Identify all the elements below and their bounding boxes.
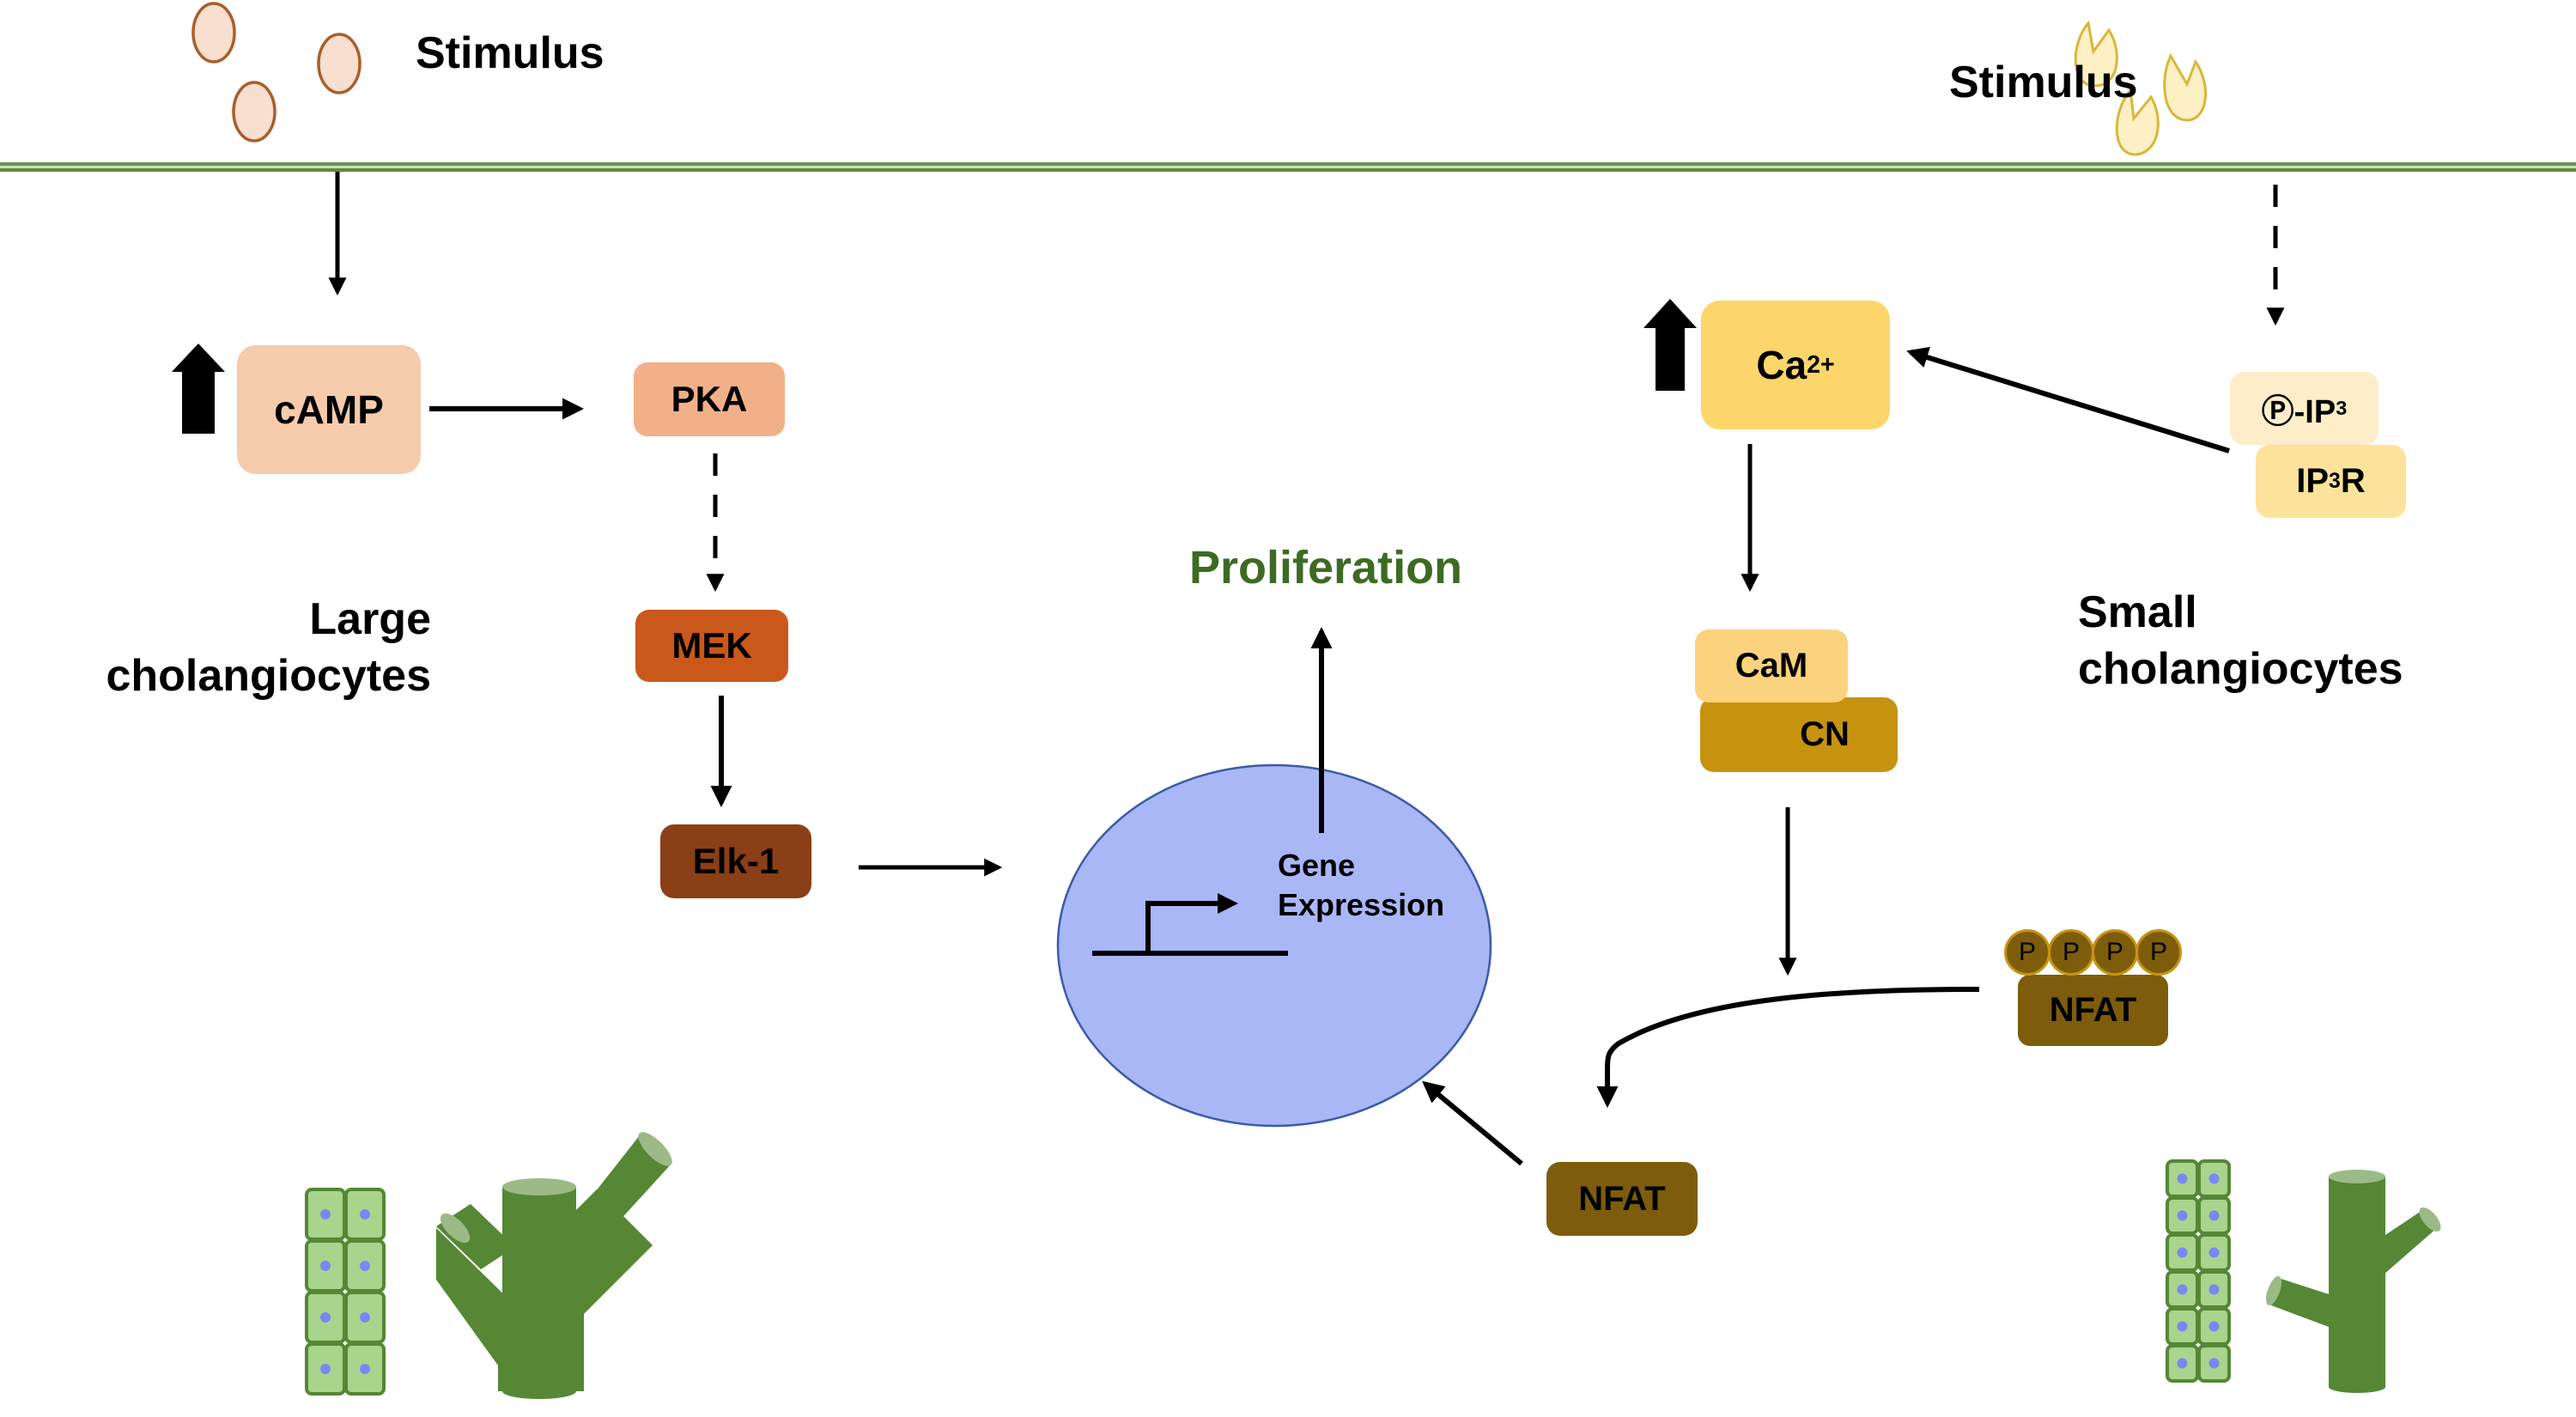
node-nfat-label: NFAT bbox=[1578, 1179, 1666, 1218]
node-nfat-phosphorylated: NFAT bbox=[2018, 975, 2168, 1046]
phosphate-group: P bbox=[2004, 929, 2050, 976]
cell-type-label-large: Large cholangiocytes bbox=[77, 591, 431, 704]
cell-nucleus bbox=[360, 1261, 370, 1271]
cell-type-large-line2: cholangiocytes bbox=[106, 651, 431, 701]
arrow-ip3r-to-ca bbox=[1906, 346, 2230, 453]
node-pka: PKA bbox=[634, 362, 785, 436]
gene-expression-label: Gene Expression bbox=[1278, 846, 1444, 925]
increase-arrow-icon bbox=[172, 344, 225, 434]
node-p-ip3-label: Ⓟ-IP bbox=[2261, 394, 2336, 430]
cell-type-label-small: Small cholangiocytes bbox=[2078, 584, 2403, 697]
stimulus-molecule bbox=[2115, 87, 2160, 156]
stimulus-molecules-right bbox=[2074, 20, 2208, 156]
cell-nucleus bbox=[2177, 1321, 2188, 1332]
node-mek: MEK bbox=[635, 610, 788, 682]
node-calcineurin: CN bbox=[1700, 697, 1898, 772]
phosphate-group-list: P P P P bbox=[2004, 929, 2182, 976]
node-elk1-label: Elk-1 bbox=[692, 841, 780, 881]
node-ip3r-subscript: 3 bbox=[2329, 469, 2341, 493]
node-calmodulin: CaM bbox=[1695, 629, 1848, 702]
stimulus-molecule bbox=[2074, 20, 2118, 88]
node-calmodulin-label: CaM bbox=[1735, 647, 1808, 684]
node-nfat-phosphorylated-label: NFAT bbox=[2049, 991, 2137, 1029]
large-cell-column-icon bbox=[305, 1188, 386, 1396]
arrow-nfat-to-nucleus bbox=[1422, 1080, 1523, 1166]
node-calcium-label: Ca bbox=[1756, 343, 1807, 387]
cell-nucleus bbox=[2208, 1284, 2220, 1295]
cell-nucleus bbox=[360, 1312, 370, 1323]
cell-nucleus bbox=[320, 1261, 331, 1271]
cell-nucleus bbox=[2208, 1247, 2220, 1258]
gene-expression-line1: Gene bbox=[1278, 848, 1356, 883]
node-calcium-charge: 2+ bbox=[1807, 350, 1835, 379]
cell-nucleus bbox=[2208, 1210, 2220, 1221]
stimulus-molecule bbox=[2163, 52, 2208, 122]
cell-nucleus bbox=[320, 1312, 331, 1323]
cell-nucleus bbox=[2177, 1284, 2188, 1295]
cell-type-large-line1: Large bbox=[309, 594, 431, 644]
stimulus-label-right: Stimulus bbox=[1949, 58, 2138, 107]
node-nfat: NFAT bbox=[1546, 1162, 1698, 1236]
node-ip3r-suffix: R bbox=[2340, 462, 2366, 500]
cell-nucleus bbox=[320, 1364, 331, 1374]
large-duct-icon bbox=[436, 1132, 672, 1399]
node-pka-label: PKA bbox=[671, 379, 748, 419]
cell-nucleus bbox=[360, 1209, 370, 1219]
node-camp-label: cAMP bbox=[274, 387, 384, 432]
promoter-arrow-icon bbox=[1092, 893, 1288, 956]
node-ip3r-prefix: IP bbox=[2296, 462, 2330, 500]
node-p-ip3-subscript: 3 bbox=[2336, 397, 2348, 419]
nucleus bbox=[1056, 763, 1492, 1128]
stimulus-molecule bbox=[232, 81, 276, 143]
stimulus-molecule bbox=[317, 33, 361, 94]
stimulus-label-left: Stimulus bbox=[416, 28, 605, 78]
cell-nucleus bbox=[2177, 1210, 2188, 1221]
cell-type-small-line1: Small bbox=[2078, 587, 2197, 637]
cell-nucleus bbox=[2177, 1358, 2188, 1369]
cell-nucleus bbox=[2177, 1173, 2188, 1184]
node-elk1: Elk-1 bbox=[660, 824, 811, 898]
cell-membrane bbox=[0, 162, 2576, 172]
cell-nucleus bbox=[360, 1364, 370, 1374]
arrow-nfat-dephosphorylation bbox=[1596, 987, 1980, 1109]
stimulus-molecule bbox=[191, 2, 236, 64]
cell-nucleus bbox=[2208, 1321, 2220, 1332]
cell-nucleus bbox=[320, 1209, 331, 1219]
proliferation-label: Proliferation bbox=[1189, 542, 1463, 593]
phosphate-group: P bbox=[2136, 929, 2182, 976]
gene-expression-line2: Expression bbox=[1278, 887, 1445, 922]
small-cell-column-icon bbox=[2166, 1159, 2231, 1383]
phosphate-group: P bbox=[2048, 929, 2094, 976]
small-duct-icon bbox=[2265, 1170, 2441, 1393]
increase-arrow-icon bbox=[1643, 299, 1697, 391]
stimulus-molecules-left bbox=[191, 2, 361, 143]
phosphate-group: P bbox=[2092, 929, 2138, 976]
node-calcineurin-label: CN bbox=[1800, 715, 1850, 753]
cell-nucleus bbox=[2208, 1173, 2220, 1184]
node-camp: cAMP bbox=[237, 345, 421, 474]
cell-nucleus bbox=[2208, 1358, 2220, 1369]
cell-nucleus bbox=[2177, 1247, 2188, 1258]
node-mek-label: MEK bbox=[671, 625, 752, 666]
cell-type-small-line2: cholangiocytes bbox=[2078, 644, 2403, 694]
